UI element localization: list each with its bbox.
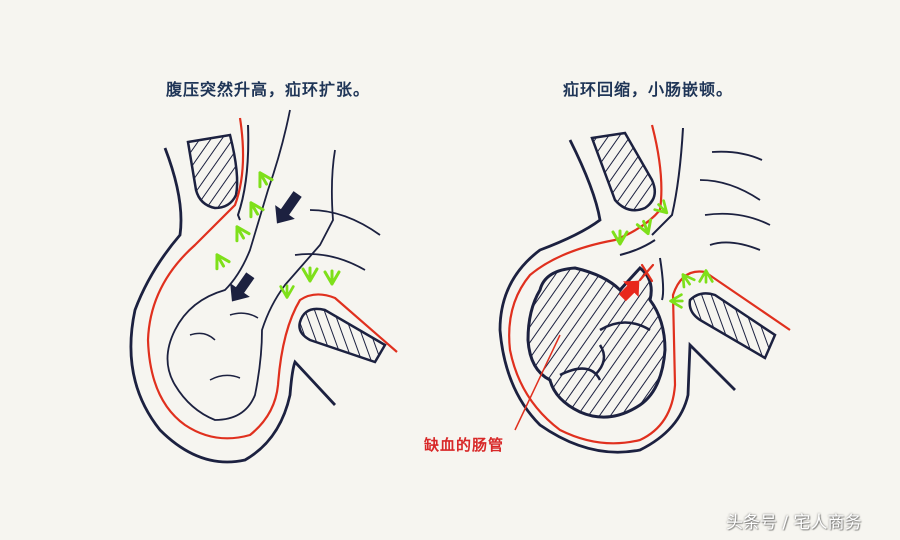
right-panel-drawing [498, 124, 791, 454]
bowel-left [166, 109, 336, 421]
right-panel-title: 疝环回缩，小肠嵌顿。 [563, 80, 734, 99]
upper-muscle-left [186, 133, 239, 210]
down-left-arrow-icon [230, 272, 255, 302]
left-panel-drawing [129, 109, 398, 464]
upper-muscle-right [590, 131, 657, 212]
watermark: 头条号 / 宅人商务 [726, 513, 862, 533]
x-mark-icon [638, 263, 655, 283]
peritoneum-left [146, 117, 398, 440]
annotation-pointer [514, 334, 561, 431]
red-arrow-icon [618, 280, 640, 302]
lower-muscle-left [298, 307, 387, 364]
ischemic-bowel-label: 缺血的肠管 [424, 436, 505, 454]
incarcerated-bowel [526, 265, 667, 419]
left-panel-title: 腹压突然升高，疝环扩张。 [166, 80, 371, 99]
down-left-arrow-icon [275, 191, 302, 224]
outer-sac-right [498, 139, 736, 454]
outer-sac-left [129, 147, 337, 464]
lower-muscle-right [688, 292, 777, 360]
